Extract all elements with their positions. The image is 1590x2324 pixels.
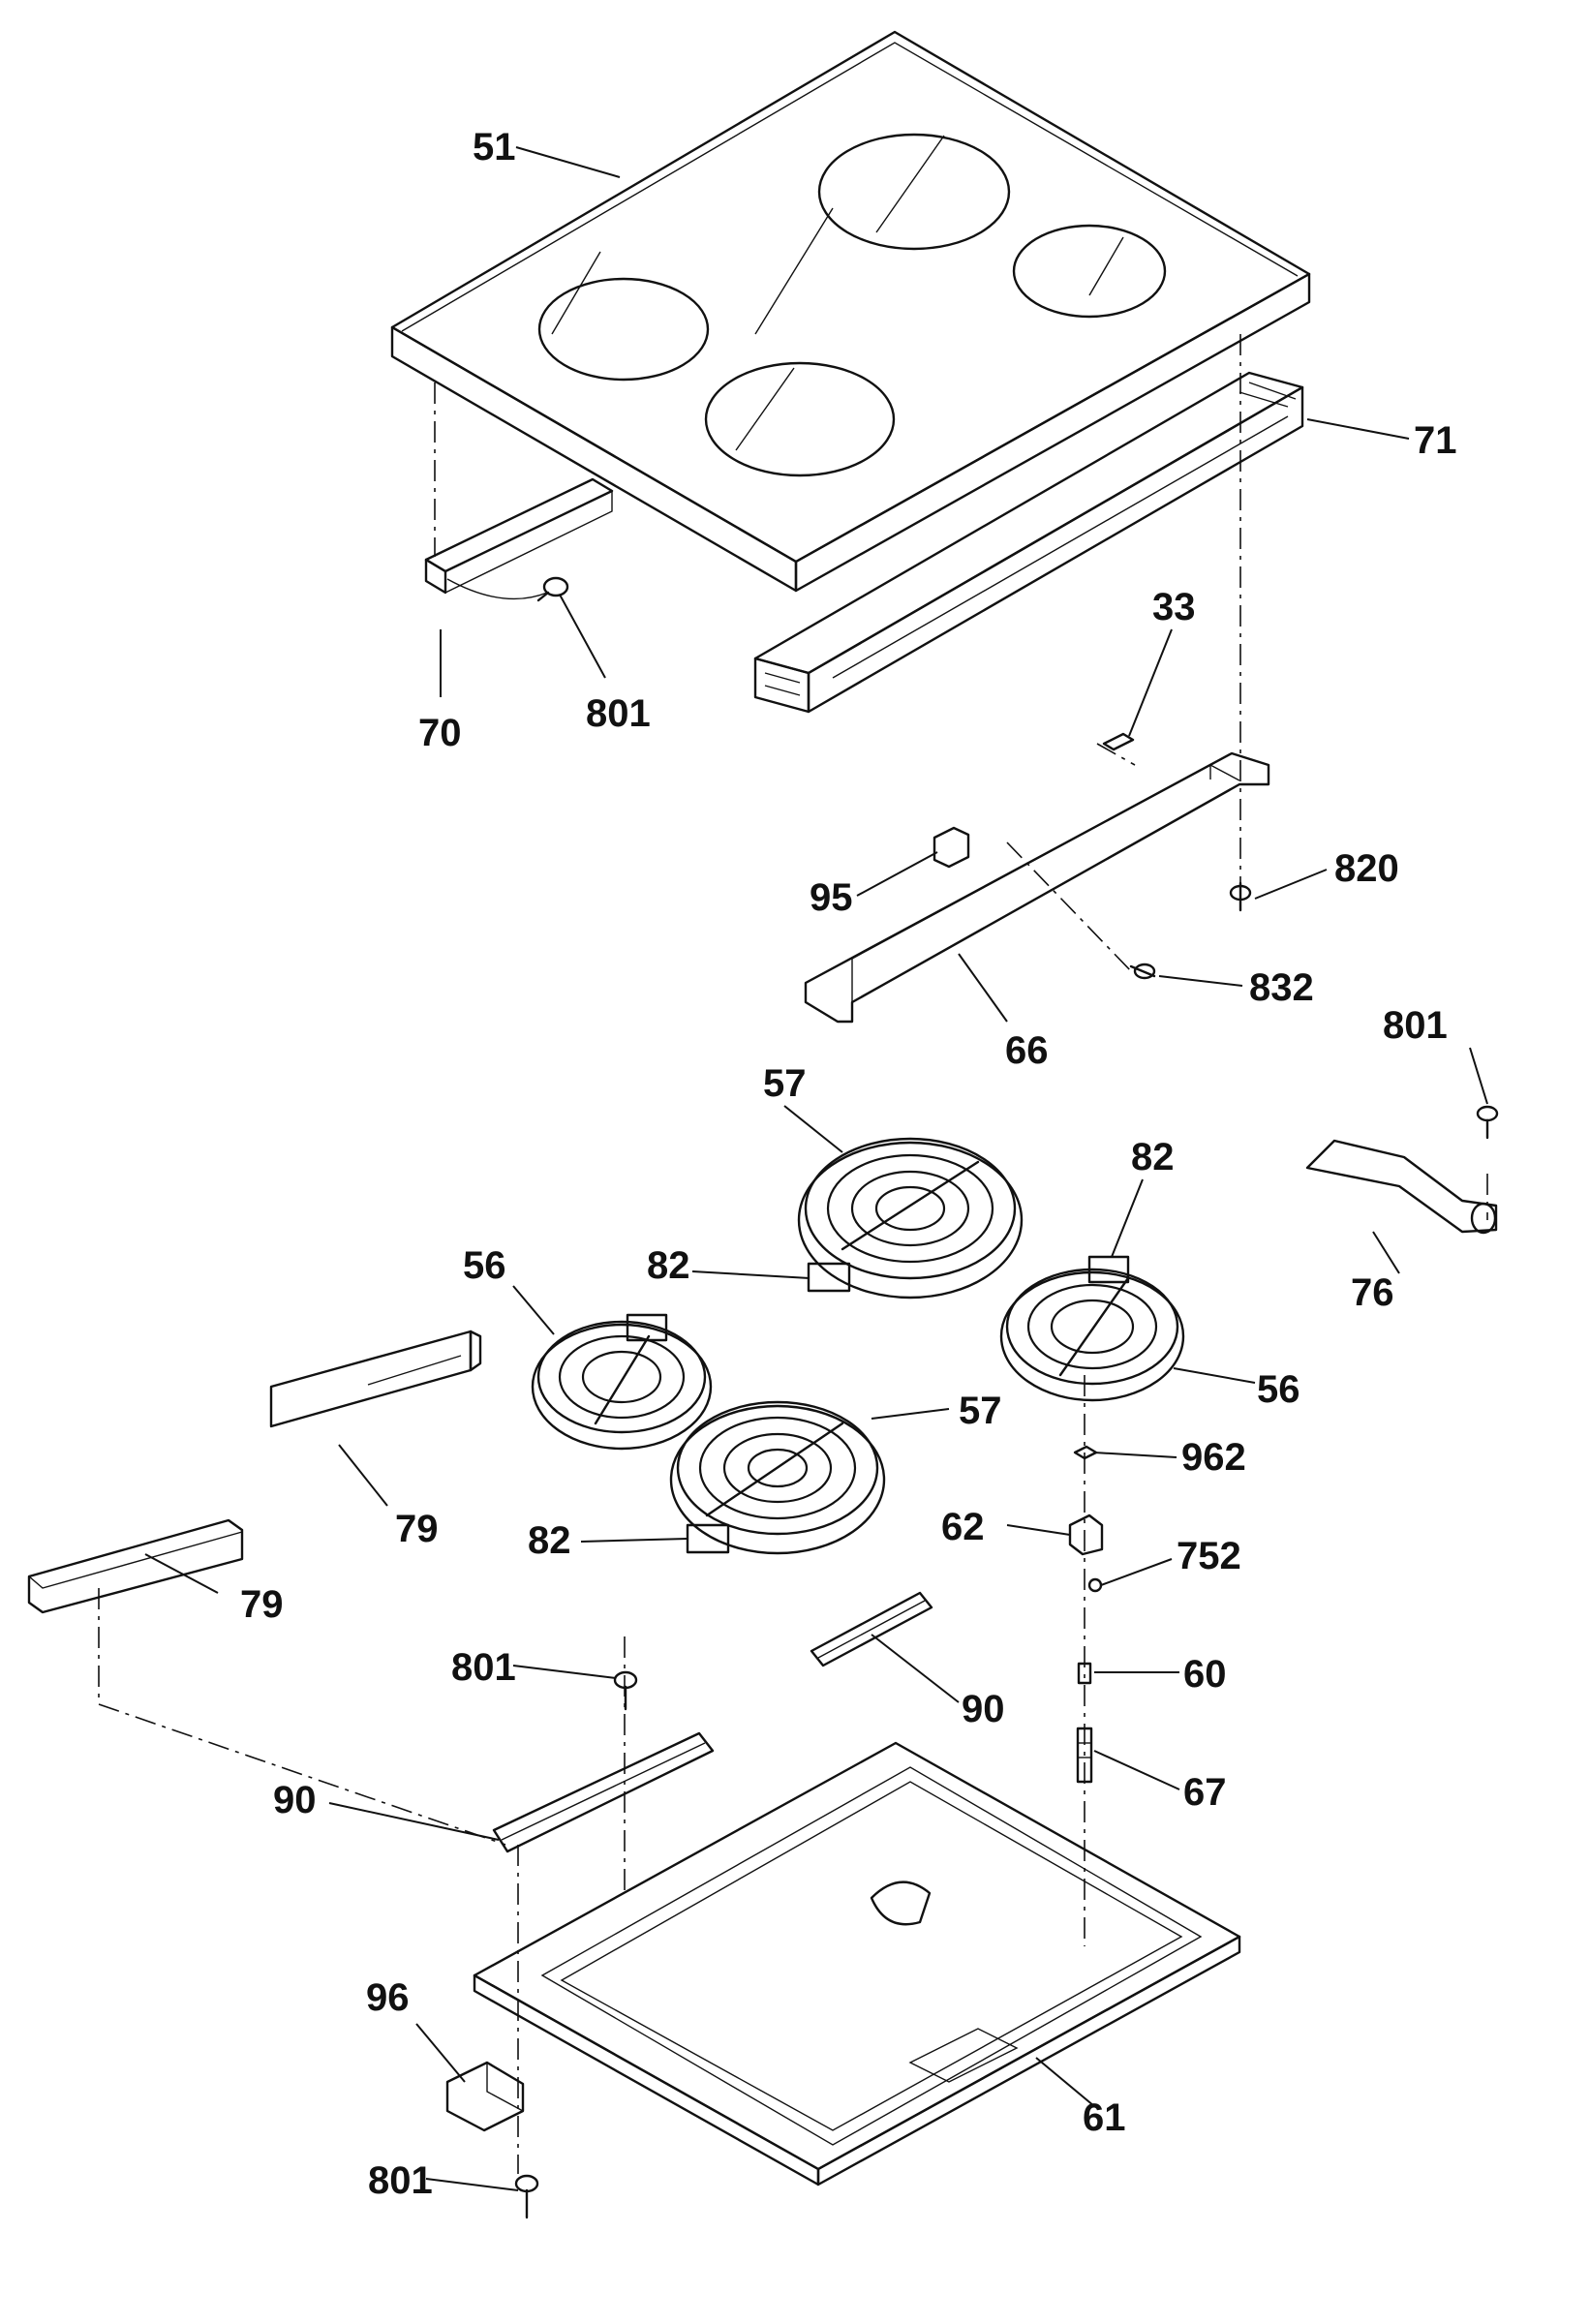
callout-95: 95 (810, 876, 853, 919)
callout-56-right: 56 (1257, 1368, 1300, 1411)
callout-82-mid: 82 (647, 1244, 690, 1287)
heating-element-56-left (531, 1313, 713, 1451)
burner-marking-front-right (704, 361, 896, 477)
callout-90-right: 90 (962, 1688, 1005, 1730)
side-trim-70 (424, 477, 614, 602)
wire-harness-76 (1305, 1105, 1499, 1235)
heating-element-57-bottom (669, 1400, 886, 1555)
clip-33 (1102, 732, 1135, 751)
callout-61: 61 (1083, 2096, 1126, 2139)
callout-67: 67 (1183, 1771, 1227, 1814)
leader-lines (144, 146, 1488, 2191)
callout-832: 832 (1249, 966, 1314, 1009)
burner-marking-rear-left (817, 133, 1011, 251)
alignment-lines (98, 334, 1488, 2174)
callout-962: 962 (1181, 1436, 1246, 1479)
screw-801-bottom (514, 2174, 539, 2219)
callout-labels: 51 71 70 801 33 95 820 832 66 801 57 82 … (240, 126, 1457, 2202)
terminal-block-82-mid (807, 1262, 851, 1293)
callout-90-left: 90 (273, 1779, 317, 1821)
nut-752 (1087, 1577, 1103, 1593)
callout-33: 33 (1152, 586, 1196, 628)
callout-57-bottom: 57 (959, 1390, 1002, 1432)
insulation-block-71 (753, 371, 1304, 714)
screw-801-right (1476, 1105, 1499, 1140)
callout-801-left: 801 (451, 1646, 516, 1689)
screw-832 (1129, 963, 1156, 980)
heating-element-56-right (999, 1255, 1185, 1402)
terminal-block-82-right (1087, 1255, 1130, 1284)
callout-62: 62 (941, 1506, 985, 1548)
callout-801-bottom: 801 (368, 2159, 433, 2202)
screw-820 (1229, 881, 1252, 912)
heating-element-57-top (797, 1137, 1024, 1300)
callout-801-right: 801 (1383, 1004, 1448, 1047)
clip-962 (1073, 1445, 1098, 1460)
spacer-60 (1077, 1662, 1092, 1685)
callout-82-bottom: 82 (528, 1519, 571, 1562)
callout-51: 51 (473, 126, 516, 168)
element-bracket-90-left (492, 1670, 715, 1853)
screw-801-top (536, 576, 569, 602)
callout-76: 76 (1351, 1271, 1394, 1314)
callout-56-left: 56 (463, 1244, 506, 1287)
terminal-block-82-bottom (686, 1523, 730, 1554)
stud-67 (1076, 1727, 1093, 1784)
callout-57-top: 57 (763, 1062, 807, 1105)
callout-79-lower: 79 (240, 1583, 284, 1626)
callout-70: 70 (418, 712, 462, 754)
bracket-96 (445, 2061, 525, 2132)
callout-60: 60 (1183, 1653, 1227, 1696)
callout-96: 96 (366, 1976, 410, 2019)
side-rail-79-upper (269, 1330, 482, 1428)
bracket-62 (1068, 1514, 1104, 1556)
callout-820: 820 (1334, 847, 1399, 890)
element-bracket-90-right (810, 1591, 933, 1667)
main-pan-61 (473, 1741, 1241, 2186)
bracket-rail-66 (804, 732, 1270, 1024)
terminal-block-82-left (626, 1313, 668, 1342)
screw-801-left (613, 1670, 638, 1711)
clip-95 (933, 826, 970, 869)
callout-801-top: 801 (586, 692, 651, 735)
glass-cooktop-51 (390, 30, 1311, 593)
burner-marking-front-left (537, 277, 710, 382)
callout-82-right: 82 (1131, 1136, 1175, 1178)
callout-71: 71 (1414, 419, 1457, 462)
fastener-stack (1068, 1445, 1104, 1784)
burner-marking-rear-right (1012, 224, 1167, 319)
side-rail-79-lower (27, 1518, 244, 1614)
pan-cutout (870, 1881, 932, 1926)
callout-66: 66 (1005, 1029, 1049, 1072)
callout-79-upper: 79 (395, 1508, 439, 1550)
callout-752: 752 (1177, 1535, 1241, 1577)
